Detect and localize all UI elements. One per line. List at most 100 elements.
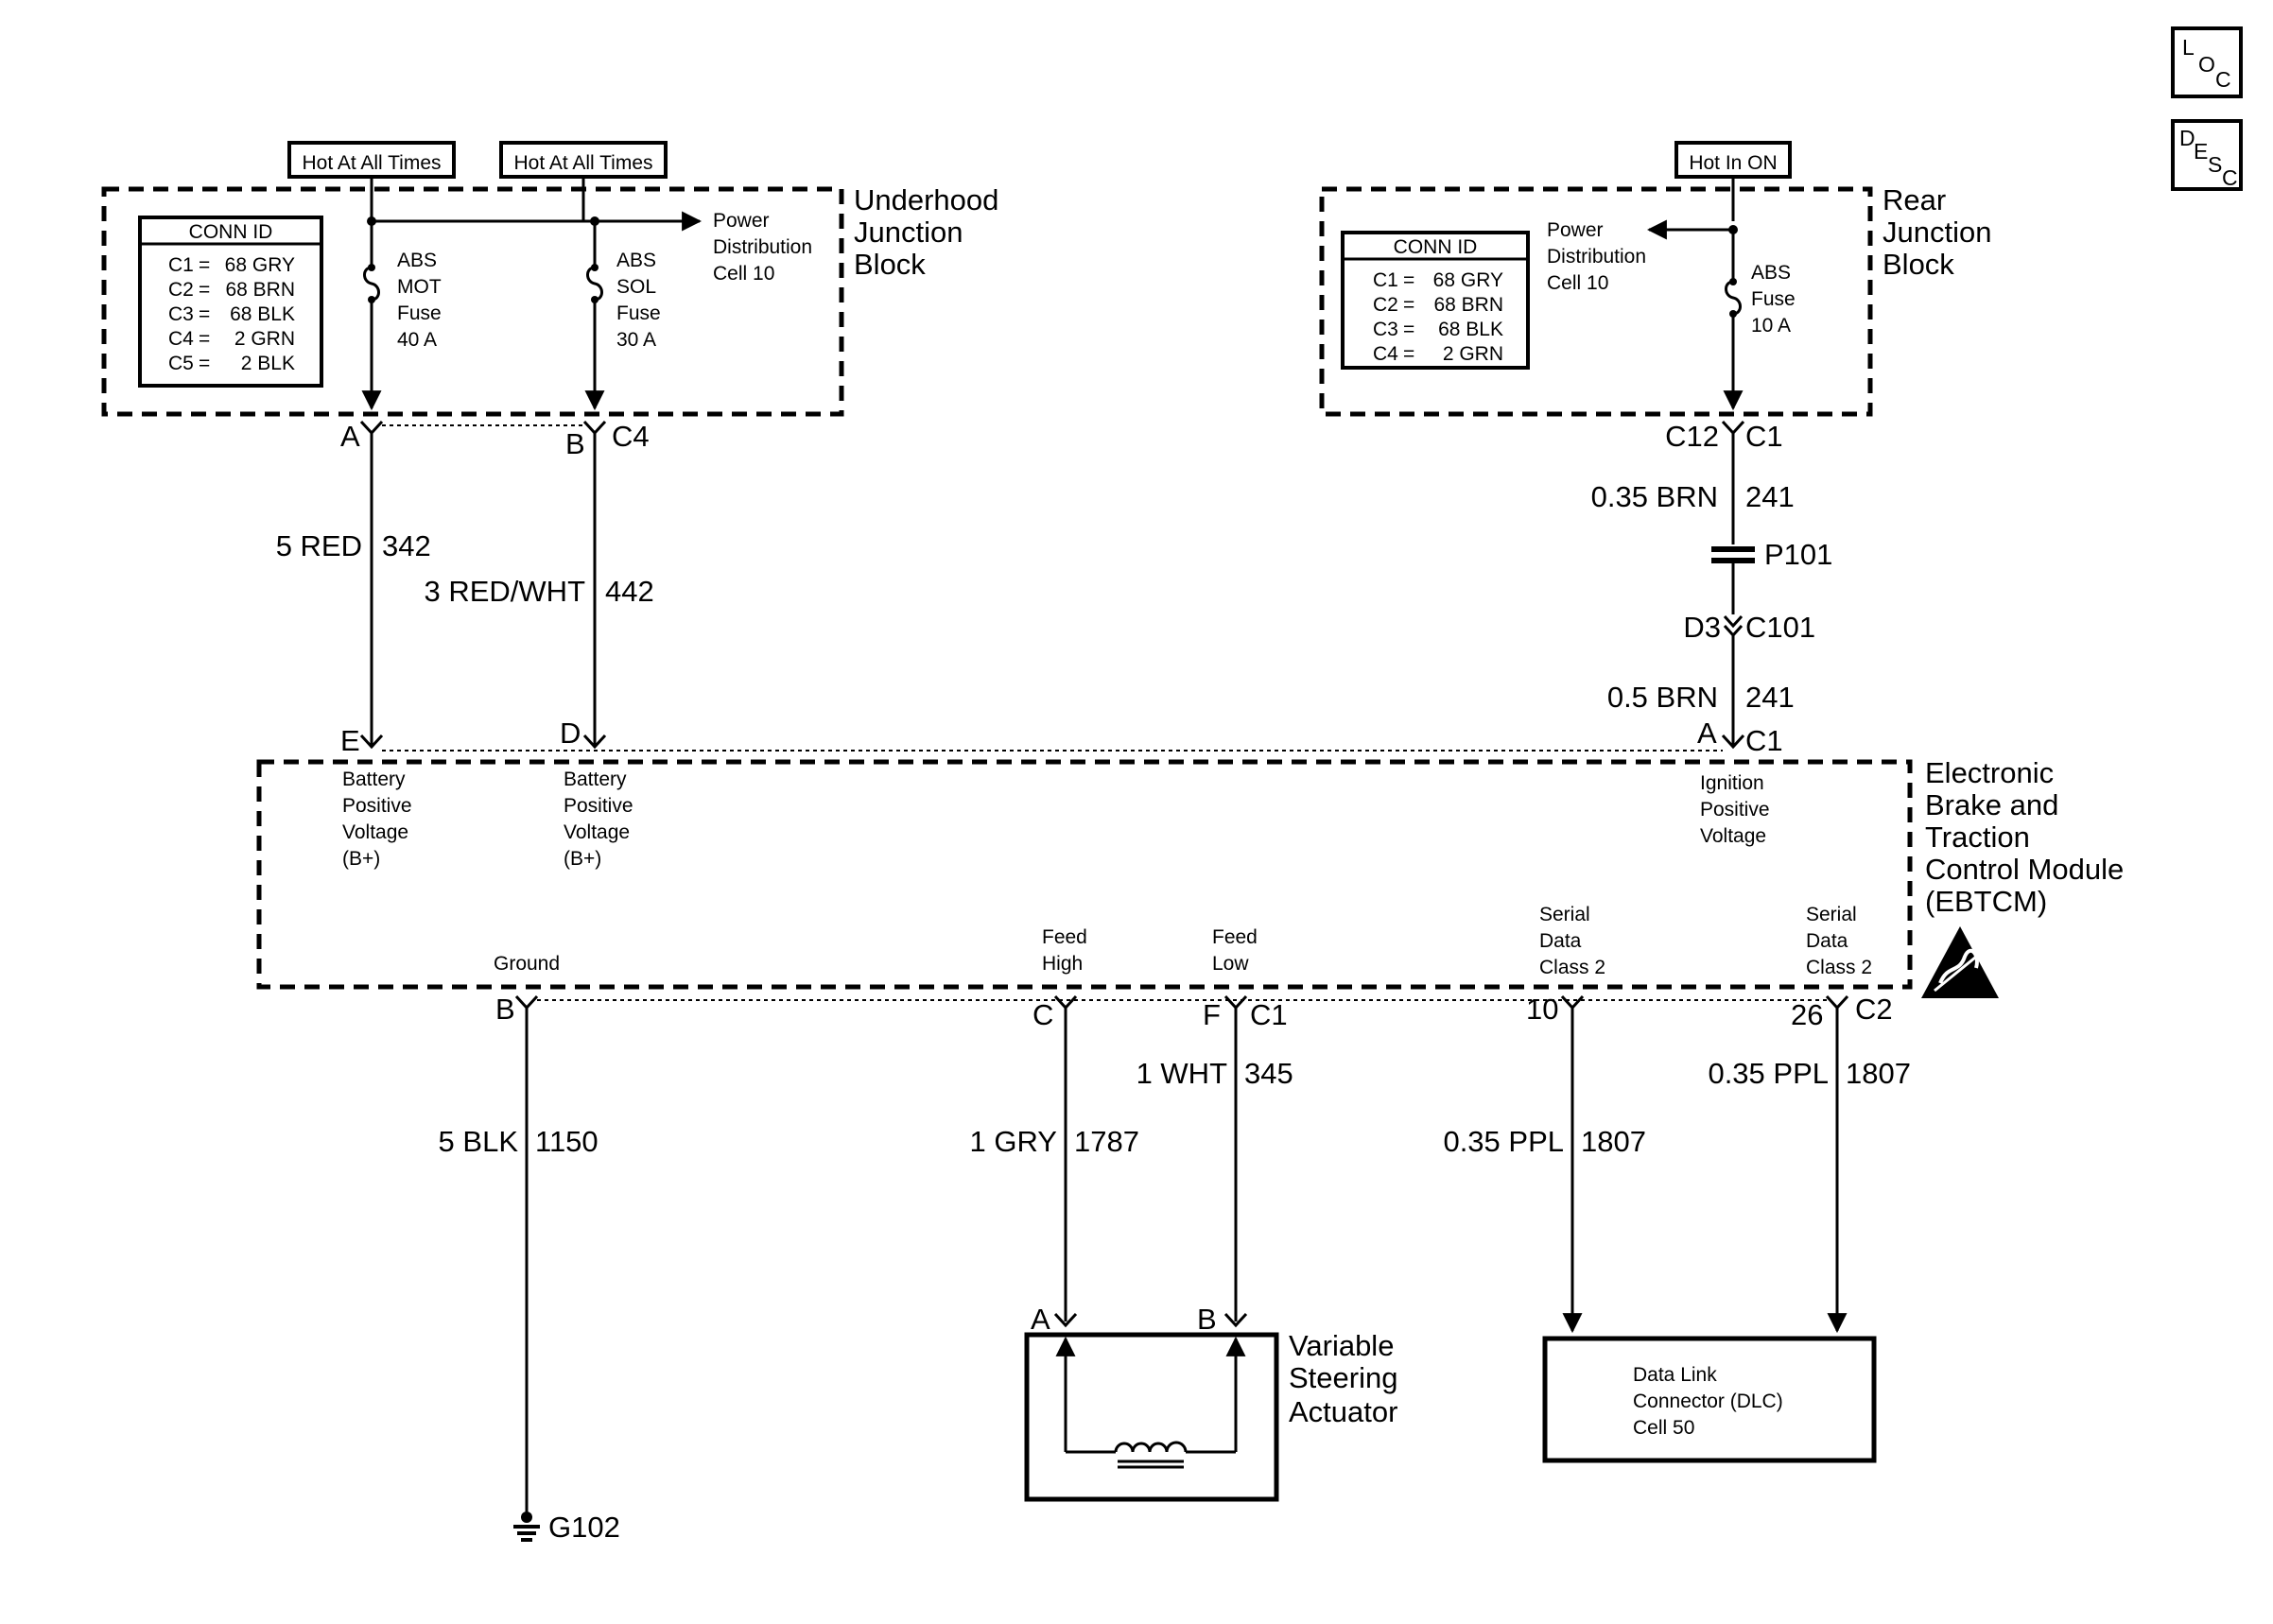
svg-text:SOL: SOL: [616, 276, 656, 298]
svg-text:C12: C12: [1665, 420, 1719, 453]
svg-text:ABS: ABS: [397, 250, 437, 271]
svg-text:68 BRN: 68 BRN: [1433, 294, 1503, 316]
svg-text:1 GRY: 1 GRY: [970, 1125, 1057, 1158]
svg-text:F: F: [1203, 998, 1221, 1031]
svg-text:(B+): (B+): [564, 848, 601, 870]
svg-text:Data: Data: [1806, 930, 1848, 952]
svg-text:MOT: MOT: [397, 276, 442, 298]
underhood-conn-id-table: CONN ID C1 = 68 GRY C2 = 68 BRN C3 = 68 …: [138, 216, 323, 388]
svg-text:=: =: [199, 254, 210, 276]
svg-text:Positive: Positive: [342, 795, 412, 817]
svg-text:Cell 10: Cell 10: [713, 263, 774, 285]
underhood-connector-c4: A B C4: [340, 420, 650, 460]
hot-label-right: Hot In ON: [1674, 141, 1792, 179]
svg-text:C: C: [2222, 165, 2238, 190]
svg-text:CONN ID: CONN ID: [1394, 236, 1478, 258]
svg-text:Fuse: Fuse: [616, 302, 661, 324]
wire-1807-a: 0.35 PPL 1807: [1443, 1008, 1646, 1334]
svg-text:C: C: [2215, 67, 2231, 92]
svg-text:Junction: Junction: [854, 216, 963, 249]
svg-text:68 BLK: 68 BLK: [230, 303, 295, 325]
svg-text:442: 442: [605, 575, 654, 608]
svg-text:Ground: Ground: [494, 953, 560, 975]
svg-text:C4: C4: [168, 328, 194, 350]
svg-text:1807: 1807: [1846, 1057, 1911, 1090]
svg-text:(B+): (B+): [342, 848, 380, 870]
svg-text:O: O: [2198, 52, 2215, 77]
svg-text:Serial: Serial: [1806, 904, 1857, 925]
wire-342: 5 RED 342: [276, 433, 431, 747]
svg-text:Fuse: Fuse: [1751, 288, 1796, 310]
wire-241-upper: 0.35 BRN 241: [1591, 433, 1795, 544]
svg-text:Electronic: Electronic: [1925, 756, 2054, 789]
svg-text:5 RED: 5 RED: [276, 529, 362, 562]
wire-1807-b: 0.35 PPL 1807: [1708, 1008, 1911, 1334]
svg-text:Class 2: Class 2: [1806, 957, 1872, 978]
svg-text:B: B: [565, 427, 585, 460]
svg-text:A: A: [340, 420, 360, 453]
svg-text:Power: Power: [713, 210, 770, 232]
ebtcm-connector-bottom: B C F C1 10 26 C2: [495, 993, 1893, 1031]
svg-text:68 GRY: 68 GRY: [1433, 269, 1503, 291]
svg-text:1807: 1807: [1581, 1125, 1646, 1158]
svg-text:=: =: [1403, 319, 1414, 340]
svg-text:D: D: [560, 717, 581, 750]
variable-steering-actuator: A B Variable Steering Actuator: [1024, 1303, 1397, 1502]
svg-text:68 BRN: 68 BRN: [225, 279, 295, 301]
svg-text:Battery: Battery: [342, 769, 406, 790]
wire-241-lower: 0.5 BRN 241: [1607, 635, 1795, 747]
svg-text:1150: 1150: [535, 1125, 599, 1158]
svg-text:C4: C4: [612, 420, 650, 453]
svg-text:Brake and: Brake and: [1925, 788, 2058, 821]
svg-text:C3: C3: [1373, 319, 1398, 340]
svg-text:Low: Low: [1212, 953, 1249, 975]
svg-text:(EBTCM): (EBTCM): [1925, 885, 2047, 918]
svg-text:G102: G102: [548, 1511, 620, 1544]
svg-text:Cell 50: Cell 50: [1633, 1417, 1694, 1439]
svg-text:Connector (DLC): Connector (DLC): [1633, 1391, 1783, 1412]
data-link-connector: Data Link Connector (DLC) Cell 50: [1542, 1336, 1877, 1463]
desc-button[interactable]: D E S C: [2171, 119, 2243, 191]
svg-text:5 BLK: 5 BLK: [439, 1125, 519, 1158]
svg-text:Class 2: Class 2: [1539, 957, 1605, 978]
svg-text:ABS: ABS: [616, 250, 656, 271]
svg-text:A: A: [1031, 1303, 1050, 1336]
svg-text:D: D: [2179, 126, 2195, 150]
svg-text:Feed: Feed: [1212, 926, 1258, 948]
svg-text:C2: C2: [168, 279, 194, 301]
svg-text:Traction: Traction: [1925, 821, 2030, 854]
svg-text:10: 10: [1526, 993, 1558, 1026]
rear-junction-block: Rear Junction Block CONN ID C1 = 68 GRY …: [1319, 183, 1991, 417]
svg-text:C5: C5: [168, 353, 194, 374]
ebtcm-module: Electronic Brake and Traction Control Mo…: [256, 756, 2124, 990]
abs-fuse-10a: ABS Fuse 10 A: [1723, 230, 1796, 411]
svg-text:Serial: Serial: [1539, 904, 1590, 925]
svg-text:2 BLK: 2 BLK: [241, 353, 295, 374]
svg-text:Data Link: Data Link: [1633, 1364, 1717, 1386]
hot-label-left-1: Hot At All Times: [287, 141, 456, 179]
svg-text:Steering: Steering: [1289, 1361, 1397, 1394]
svg-text:Distribution: Distribution: [713, 236, 812, 258]
svg-text:1 WHT: 1 WHT: [1136, 1057, 1228, 1090]
loc-button[interactable]: L O C: [2171, 26, 2243, 98]
svg-text:Block: Block: [854, 248, 926, 281]
svg-text:A: A: [1697, 717, 1717, 750]
wire-1150: 5 BLK 1150: [439, 1008, 599, 1512]
svg-text:C3: C3: [168, 303, 194, 325]
wire-1787: 1 GRY 1787: [970, 1008, 1139, 1322]
svg-text:2 GRN: 2 GRN: [234, 328, 295, 350]
svg-text:Junction: Junction: [1883, 216, 1991, 249]
svg-text:Hot At All Times: Hot At All Times: [302, 152, 441, 174]
rear-connector-c1: C12 C1: [1665, 420, 1783, 453]
svg-text:C4: C4: [1373, 343, 1398, 365]
svg-text:1787: 1787: [1074, 1125, 1139, 1158]
hot-label-left-2: Hot At All Times: [499, 141, 668, 179]
svg-text:Voltage: Voltage: [1700, 825, 1766, 847]
svg-text:2 GRN: 2 GRN: [1443, 343, 1503, 365]
svg-text:=: =: [199, 328, 210, 350]
svg-text:C1: C1: [1745, 420, 1783, 453]
svg-text:Voltage: Voltage: [564, 821, 630, 843]
svg-text:P101: P101: [1764, 538, 1832, 571]
svg-text:Actuator: Actuator: [1289, 1395, 1397, 1428]
